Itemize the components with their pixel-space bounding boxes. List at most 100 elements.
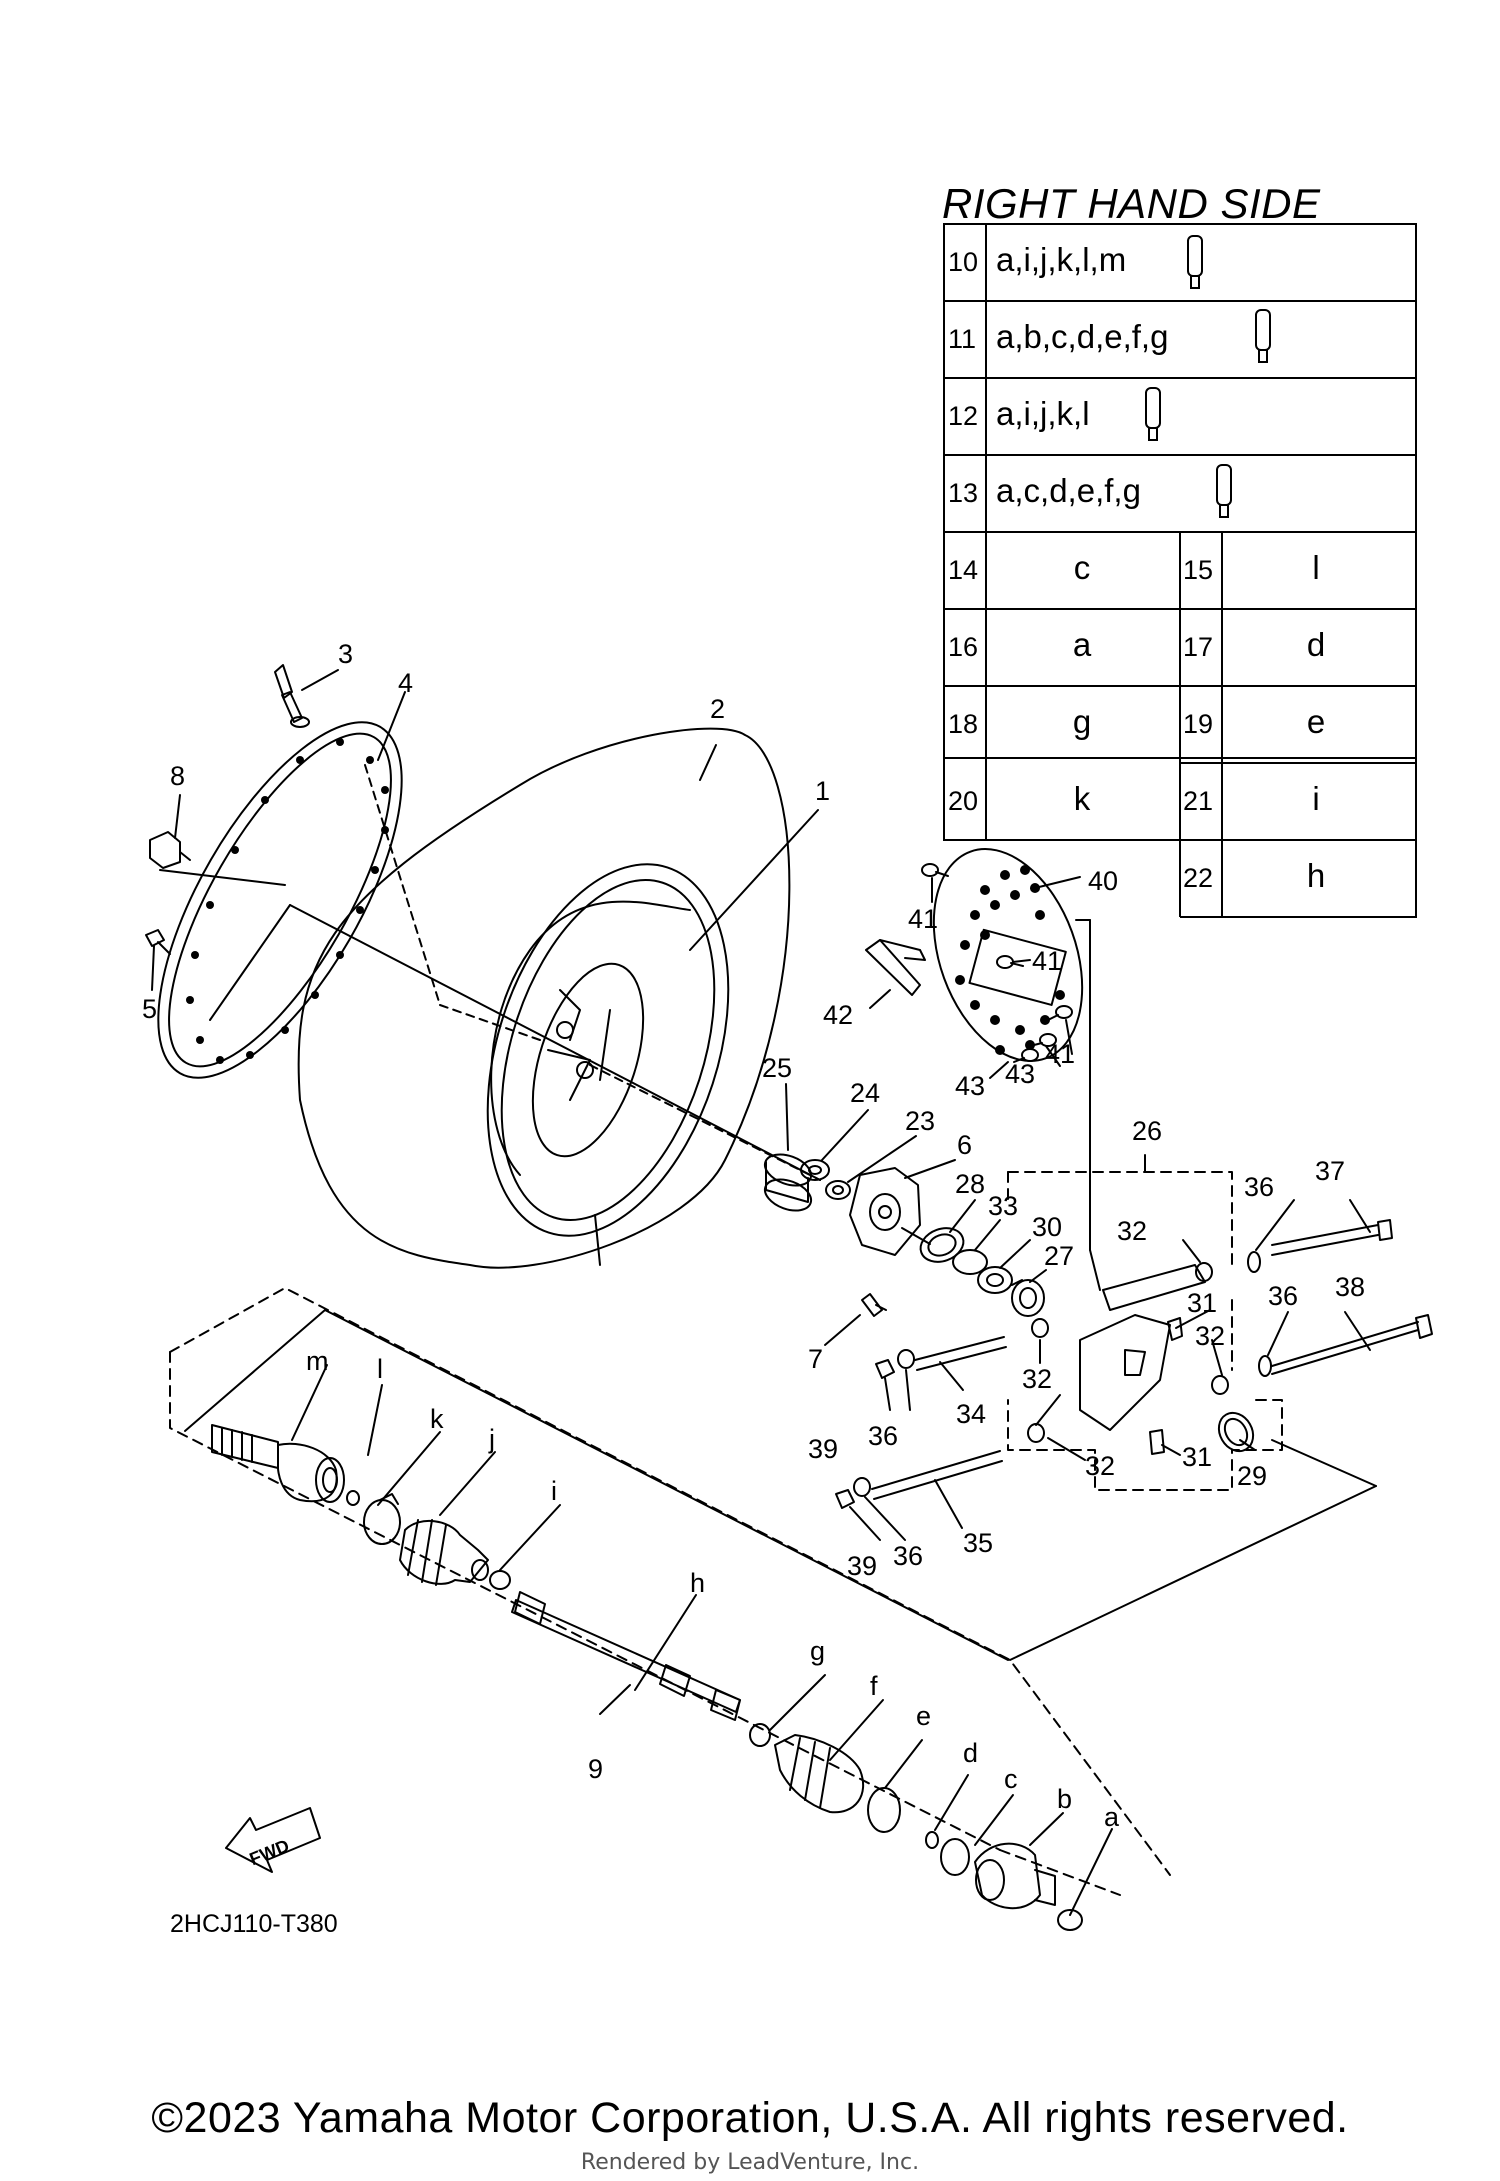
callout-35: 35 <box>963 1528 993 1558</box>
callout-39: 39 <box>808 1434 838 1464</box>
callout-43: 43 <box>1005 1059 1035 1089</box>
leader-lines <box>869 876 1091 1251</box>
table-title: RIGHT HAND SIDE <box>942 180 1321 227</box>
callout-8: 8 <box>170 761 185 791</box>
callout-31: 31 <box>1182 1442 1212 1472</box>
bolt-37 <box>1271 1219 1393 1256</box>
ring-l <box>346 1490 360 1506</box>
callout-j: j <box>488 1424 495 1454</box>
callout-29: 29 <box>1237 1461 1267 1491</box>
table-text: 10 a,i,j,k,l,m 11 a,b,c,d,e,f,g 12 a,i,j… <box>948 241 1325 894</box>
leader-lines <box>151 669 821 1266</box>
callout-25: 25 <box>762 1053 792 1083</box>
callout-41: 41 <box>908 904 938 934</box>
callout-e: e <box>916 1701 931 1731</box>
callout-6: 6 <box>957 1130 972 1160</box>
table-row-letters: a,i,j,k,l,m <box>996 241 1126 278</box>
bearing-25 <box>763 1153 813 1212</box>
callout-37: 37 <box>1315 1156 1345 1186</box>
table-row-letters: a,c,d,e,f,g <box>996 472 1141 509</box>
grease-tube-icon <box>1216 464 1232 518</box>
guard-42 <box>865 939 926 996</box>
grease-fitting-31 <box>1149 1429 1165 1455</box>
table-pair-val: l <box>1312 549 1319 586</box>
seal-30 <box>977 1266 1013 1294</box>
callout-labels: 3 4 2 1 8 5 40 41 41 42 43 43 41 25 24 2… <box>142 639 1365 1832</box>
callout-28: 28 <box>955 1169 985 1199</box>
grease-tube-icon <box>1255 309 1271 363</box>
right-hand-side-table: RIGHT HAND SIDE <box>942 180 1417 918</box>
table-row-num: 12 <box>948 401 978 431</box>
seal-28 <box>919 1227 965 1263</box>
callout-f: f <box>870 1671 878 1701</box>
clamp-g <box>749 1723 771 1747</box>
bushing-32 <box>1031 1318 1049 1338</box>
table-pair-val: k <box>1074 780 1091 817</box>
callout-43: 43 <box>955 1071 985 1101</box>
callout-26: 26 <box>1132 1116 1162 1146</box>
circlip-c <box>940 1838 970 1876</box>
callout-39: 39 <box>847 1551 877 1581</box>
circlip-33 <box>952 1249 988 1275</box>
shaft-35 <box>871 1450 1003 1500</box>
callout-32: 32 <box>1085 1451 1115 1481</box>
table-row-letters: a,i,j,k,l <box>996 395 1090 432</box>
boot-f <box>774 1734 865 1814</box>
diagram-code: 2HCJ110-T380 <box>170 1910 338 1938</box>
forward-arrow-icon <box>225 1807 321 1873</box>
table-pair-num: 22 <box>1183 863 1213 893</box>
nut-39 <box>875 1359 895 1379</box>
boot-j <box>399 1519 489 1586</box>
brake-disc <box>932 848 1084 1062</box>
bearing-27 <box>1011 1279 1045 1317</box>
callout-d: d <box>963 1738 978 1768</box>
nut-39 <box>835 1489 855 1509</box>
washer-23 <box>825 1180 851 1200</box>
callout-33: 33 <box>988 1191 1018 1221</box>
table-pair-num: 16 <box>948 632 978 662</box>
callout-b: b <box>1057 1784 1072 1814</box>
table-pair-num: 19 <box>1183 709 1213 739</box>
knuckle-26 <box>1079 1264 1206 1431</box>
cv-joint-m <box>211 1424 345 1503</box>
seal-24 <box>800 1159 830 1181</box>
callout-42: 42 <box>823 1000 853 1030</box>
callout-27: 27 <box>1044 1241 1074 1271</box>
grease-fitting-31 <box>1167 1317 1183 1341</box>
valve-stem <box>274 664 310 728</box>
callout-32: 32 <box>1195 1321 1225 1351</box>
table-pair-val: a <box>1073 626 1092 663</box>
table-row-num: 11 <box>948 324 976 354</box>
leader-lines <box>184 1309 1113 1916</box>
bolt-41 <box>1047 1005 1073 1021</box>
table-pair-val: d <box>1307 626 1325 663</box>
leader-lines <box>785 1083 1377 1661</box>
hub-6 <box>849 1167 931 1256</box>
axle-shaft-h <box>511 1591 741 1721</box>
brake-disc-holes <box>955 865 1065 1055</box>
copyright-notice: ©2023 Yamaha Motor Corporation, U.S.A. A… <box>151 2094 1349 2142</box>
callout-41: 41 <box>1045 1039 1075 1069</box>
bolt-43 <box>1029 1033 1057 1047</box>
table-pair-val: i <box>1312 780 1319 817</box>
callout-40: 40 <box>1088 866 1118 896</box>
table-pair-num: 15 <box>1183 555 1213 585</box>
callout-7: 7 <box>808 1344 823 1374</box>
bolt-43 <box>1013 1048 1039 1063</box>
table-pair-val: e <box>1307 703 1325 740</box>
bushing-32 <box>1195 1262 1213 1282</box>
washer-36 <box>897 1349 915 1369</box>
callout-m: m <box>306 1346 329 1376</box>
callout-g: g <box>810 1636 825 1666</box>
table-pair-num: 20 <box>948 786 978 816</box>
shaft-34 <box>914 1336 1007 1371</box>
grease-tube-icon <box>1187 235 1203 289</box>
bushing-32 <box>1211 1375 1229 1395</box>
centerlines <box>364 764 821 1181</box>
knuckle-group-box <box>1007 1171 1283 1491</box>
table-pair-val: h <box>1307 857 1325 894</box>
table-row-num: 13 <box>948 478 978 508</box>
bolt-41 <box>921 863 949 877</box>
callout-9: 9 <box>588 1754 603 1784</box>
table-pair-val: c <box>1074 549 1091 586</box>
